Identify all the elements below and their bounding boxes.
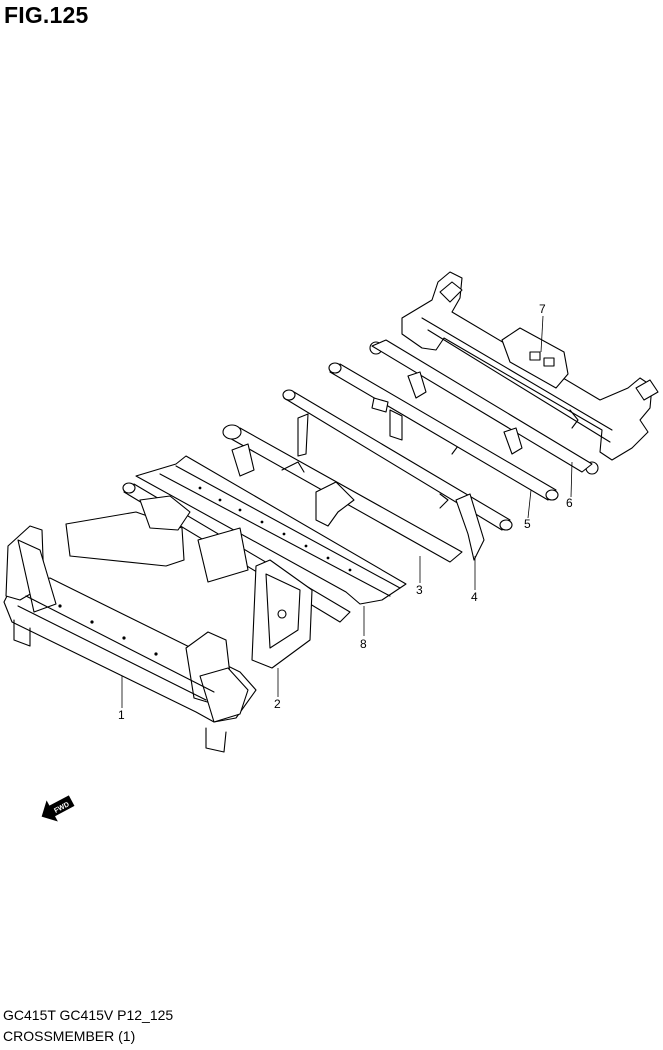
part-label-2: 2: [274, 697, 281, 711]
fwd-arrow-icon: FWD: [41, 795, 75, 822]
part-7-rear-frame: [369, 271, 659, 475]
part-label-5: 5: [524, 517, 531, 531]
part-1-main-frame: [3, 525, 257, 753]
part-label-8: 8: [360, 637, 367, 651]
footer-section-name: CROSSMEMBER (1): [3, 1028, 136, 1044]
part-label-7: 7: [539, 302, 546, 316]
figure-title: FIG.125: [4, 2, 89, 28]
part-4-bar: [282, 389, 513, 561]
part-label-4: 4: [471, 590, 478, 604]
footer-model-code: GC415T GC415V P12_125: [3, 1007, 174, 1023]
part-5-bar: [328, 362, 559, 501]
part-label-6: 6: [566, 496, 573, 510]
part-label-1: 1: [118, 708, 125, 722]
part-label-3: 3: [416, 583, 423, 597]
leader-lines: [121, 315, 573, 708]
part-2-cross-member: [65, 482, 351, 669]
part-3-tube: [222, 424, 463, 563]
part-8-rail: [135, 455, 407, 605]
